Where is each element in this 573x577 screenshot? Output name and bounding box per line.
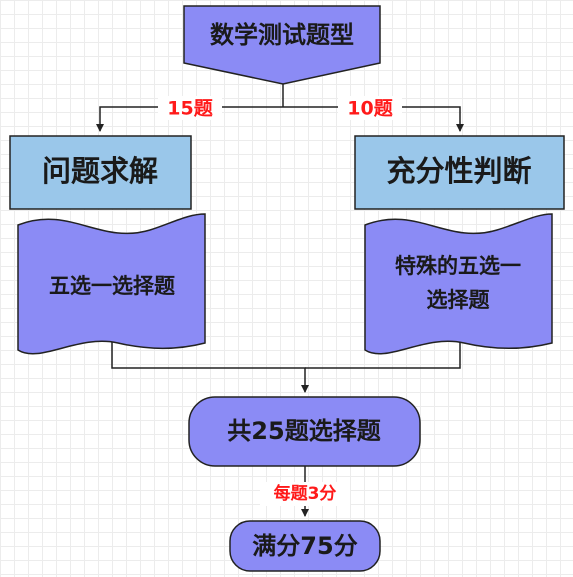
edge-label-left: 15题 xyxy=(167,98,212,120)
category-left-text: 问题求解 xyxy=(42,154,158,188)
total-terminal xyxy=(188,396,421,467)
title-trapezoid xyxy=(183,5,381,85)
category-node-left: 问题求解 xyxy=(9,135,192,210)
category-right-text: 充分性判断 xyxy=(386,154,531,188)
doc-node-left: 五选一选择题 xyxy=(17,213,206,355)
doc-right-line-2: 选择题 xyxy=(427,288,491,312)
score-label-bg xyxy=(260,482,350,506)
title-node: 数学测试题型 xyxy=(183,5,381,85)
connector-right-doc-to-total xyxy=(305,340,461,369)
total-node: 共25题选择题 xyxy=(188,396,421,467)
total-text: 共25题选择题 xyxy=(227,417,380,445)
doc-shape-left xyxy=(17,213,206,355)
doc-left-text: 五选一选择题 xyxy=(49,274,176,298)
connector-left-doc-to-total xyxy=(111,340,309,393)
result-text: 满分75分 xyxy=(252,532,357,560)
category-node-right: 充分性判断 xyxy=(354,135,565,210)
result-terminal xyxy=(229,520,381,572)
score-label: 每题3分 xyxy=(274,483,337,504)
edge-label-right: 10题 xyxy=(347,98,392,120)
edge-label-right-bg xyxy=(338,96,402,120)
doc-shape-right xyxy=(364,213,553,355)
result-node: 满分75分 xyxy=(229,520,381,572)
edge-label-left-bg xyxy=(158,96,222,120)
title-text: 数学测试题型 xyxy=(210,21,354,49)
doc-node-right: 特殊的五选一 选择题 xyxy=(364,213,553,355)
category-box-left xyxy=(9,135,192,210)
category-box-right xyxy=(354,135,565,210)
doc-right-line-1: 特殊的五选一 xyxy=(395,254,521,278)
